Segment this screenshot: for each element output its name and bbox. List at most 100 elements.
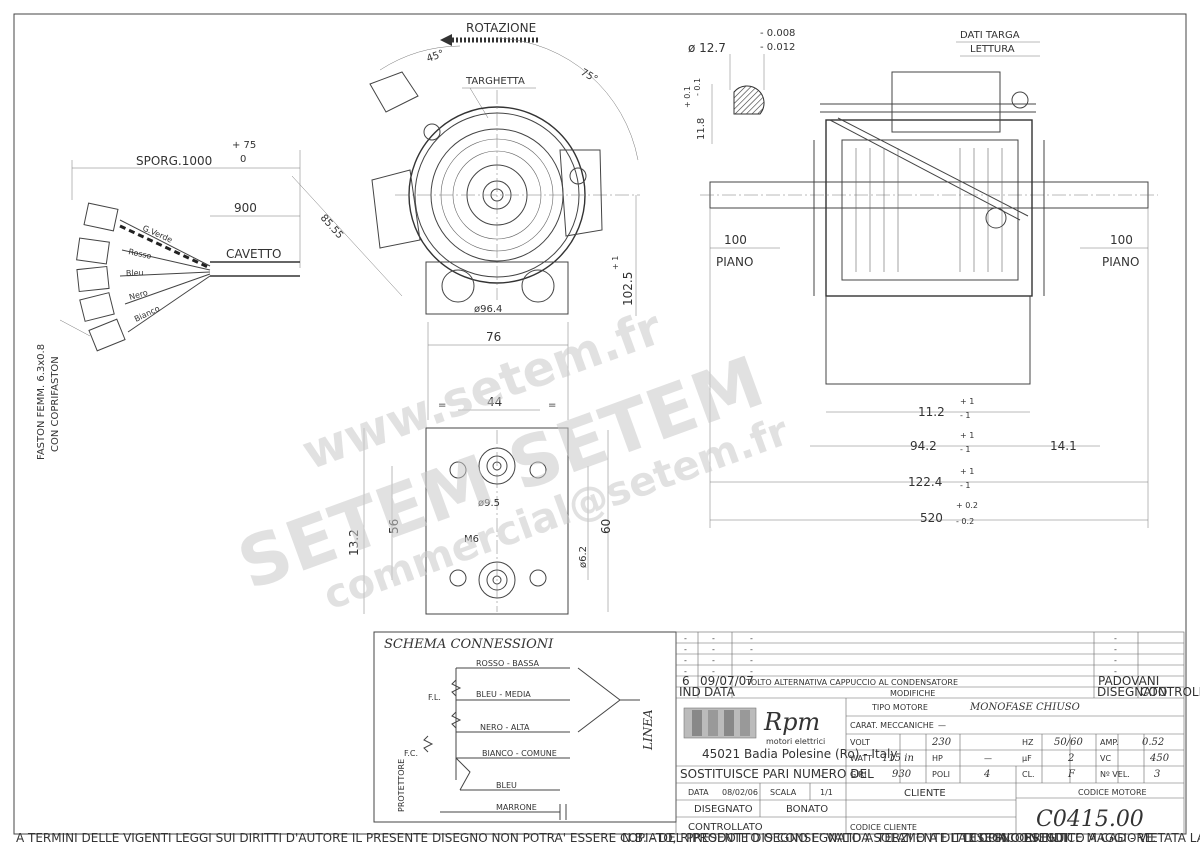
spec-giri-value: 930 [892, 769, 912, 780]
schema-protettore: PROTETTORE [397, 759, 406, 812]
dati-targa-label: DATI TARGA [960, 30, 1020, 41]
d1224-tol-p: + 1 [960, 467, 974, 476]
schema-title: SCHEMA CONNESSIONI [384, 637, 554, 652]
codice-motore-value: C0415.00 [1036, 807, 1144, 832]
lettura-label: LETTURA [970, 44, 1015, 55]
footer-block: SOSTITUISCE PARI NUMERO DEL - DATA 08/02… [680, 767, 1147, 833]
d56-label: 56 [387, 519, 401, 534]
spec-poli-label: POLI [932, 770, 950, 779]
sporg-tol-zero: 0 [240, 154, 246, 165]
schema-fl: F.L. [428, 693, 441, 702]
data-label: DATA [688, 788, 709, 797]
rev-dis-2: - [1114, 645, 1117, 654]
rev-mod-1: - [750, 634, 753, 643]
d942-tol-p: + 1 [960, 431, 974, 440]
schema-marrone: MARRONE [496, 803, 537, 812]
sostituisce-value: - [820, 771, 823, 780]
d112-label: 11.2 [918, 405, 945, 419]
spec-watt-label: WATT [850, 754, 872, 763]
d520-tol-m: - 0.2 [956, 517, 974, 526]
data-value: 08/02/06 [722, 788, 758, 797]
rev-mod-5: TOLTO ALTERNATIVA CAPPUCCIO AL CONDENSAT… [745, 678, 958, 687]
spec-vel-value: 3 [1154, 769, 1160, 780]
schema-rosso: ROSSO - BASSA [476, 659, 540, 668]
spec-hp-label: HP [932, 754, 943, 763]
company-name: Rpm [763, 708, 820, 736]
revision-table: - - - - - - - - - - - - - - - - 6 09/07/… [679, 634, 1200, 699]
rotazione-label: ROTAZIONE [466, 21, 536, 35]
shaft-d-label: ø 12.7 [688, 41, 726, 55]
rev-data-1: - [712, 634, 715, 643]
schema-bianco: BIANCO - COMUNE [482, 749, 557, 758]
spec-uf-value: 2 [1067, 753, 1074, 764]
spec-vc-value: 450 [1149, 753, 1170, 764]
rev-ind-3: - [684, 656, 687, 665]
side-view: DATI TARGA LETTURA 10 [700, 30, 1158, 528]
rev-ind-1: - [684, 634, 687, 643]
d76-label: 76 [486, 330, 501, 344]
spec-vel-label: Nº VEL. [1100, 770, 1130, 779]
spec-cl-label: CL. [1022, 770, 1035, 779]
d942-tol-m: - 1 [960, 445, 971, 454]
d1224-label: 122.4 [908, 475, 942, 489]
rev-data-3: - [712, 656, 715, 665]
eq-2: = [548, 400, 556, 411]
spec-volt-label: VOLT [850, 738, 870, 747]
d900-label: 900 [234, 201, 257, 215]
d95-label: ø9.5 [478, 498, 500, 509]
drawing-border [13, 13, 1187, 835]
d141-label: 14.1 [1050, 439, 1077, 453]
title-block [675, 631, 1185, 835]
spec-carat-value: — [938, 721, 946, 730]
shaft-detail: ø 12.7 - 0.008 - 0.012 11.8 + 0.1 - 0.1 [683, 28, 795, 144]
rev-ind-4: - [684, 667, 687, 676]
d132-label: 13.2 [347, 529, 361, 556]
wire-label-rosso: Rosso [128, 247, 153, 261]
faston-label: FASTON FEMM. 6.3x0.8 [36, 344, 47, 460]
d520-label: 520 [920, 511, 943, 525]
rev-dis-1: - [1114, 634, 1117, 643]
company-subtitle: motori elettrici [766, 737, 825, 746]
spec-hp-value: — [984, 754, 992, 763]
rev-dis-4: - [1114, 667, 1117, 676]
rev-header-mod: MODIFICHE [890, 689, 935, 698]
spec-volt-value: 230 [931, 737, 952, 748]
flat-tol: + 0.1 [683, 86, 692, 108]
rev-data-5: 09/07/07 [700, 674, 754, 688]
d102-tol: + 1 [611, 256, 620, 270]
spec-giri-label: GIRI [850, 770, 866, 779]
d112-tol-p: + 1 [960, 397, 974, 406]
rev-dis-3: - [1114, 656, 1117, 665]
sporg-label: SPORG.1000 [136, 154, 212, 168]
wire-label-verde: G.Verde [141, 224, 174, 245]
schema-bleu2: BLEU [496, 781, 517, 790]
company-logo: Rpm motori elettrici 45021 Badia Polesin… [683, 707, 897, 761]
rev-header-data: DATA [704, 685, 736, 699]
sostituisce-label: SOSTITUISCE PARI NUMERO DEL [680, 767, 874, 781]
rev-header-ctrl: CONTROLLATO [1140, 685, 1200, 699]
d102-label: 102.5 [621, 272, 635, 306]
flat-d-label: 11.8 [696, 118, 707, 140]
rev-ind-5: 6 [682, 674, 690, 688]
d62-label: ø6.2 [578, 546, 589, 568]
spec-vc-label: VC [1100, 754, 1111, 763]
spec-tipo-label: TIPO MOTORE [871, 703, 928, 712]
company-address: 45021 Badia Polesine (Ro) - Italy [702, 747, 897, 761]
angle-75: 75° [579, 67, 600, 85]
cable-view: SPORG.1000 + 75 0 900 CAVETTO G.Verde Ro… [36, 140, 301, 460]
rev-data-4: - [712, 667, 715, 676]
rev-data-2: - [712, 645, 715, 654]
wire-label-bleu: Bleu [126, 268, 144, 278]
rev-ind-2: - [684, 645, 687, 654]
piano-right-label: PIANO [1102, 255, 1139, 269]
cavetto-label: CAVETTO [226, 247, 282, 261]
rev-mod-4: - [750, 667, 753, 676]
schema-linea: LINEA [641, 709, 655, 751]
spec-hz-label: HZ [1022, 738, 1034, 747]
scala-value: 1/1 [820, 788, 833, 797]
d112-tol-m: - 1 [960, 411, 971, 420]
d1224-tol-m: - 1 [960, 481, 971, 490]
piano-left-100: 100 [724, 233, 747, 247]
rev-header-dis: DISEGNATO [1097, 685, 1167, 699]
spec-poli-value: 4 [983, 769, 990, 780]
